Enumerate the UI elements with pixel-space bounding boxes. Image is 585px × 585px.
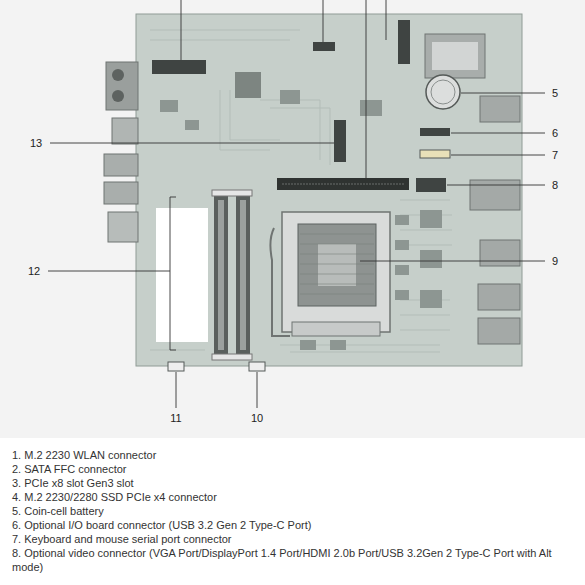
chip (395, 215, 409, 225)
socket-lever (270, 228, 290, 336)
leader-line (48, 271, 170, 272)
memory-slot (214, 196, 228, 354)
leader-line (50, 143, 334, 144)
list-item: 4. M.2 2230/2280 SSD PCIe x4 connector (12, 490, 574, 504)
memory-slot (236, 196, 250, 354)
slot-latch (212, 354, 252, 360)
callout-number: 7 (543, 148, 567, 162)
cpu-socket-frame (282, 212, 390, 332)
port-block (425, 34, 485, 78)
list-item: 5. Coin-cell battery (12, 504, 574, 518)
pcie-slot (277, 178, 409, 190)
slot-groove (240, 200, 246, 350)
list-item: 2. SATA FFC connector (12, 462, 574, 476)
leader-line (181, 0, 182, 60)
trace (150, 345, 440, 352)
socket-clamp (292, 322, 380, 336)
port (480, 96, 520, 122)
chip (235, 72, 261, 98)
board (136, 14, 522, 366)
leader-line (323, 0, 324, 42)
list-item: 7. Keyboard and mouse serial port connec… (12, 532, 574, 546)
list-item: 8. Optional video connector (VGA Port/Di… (12, 546, 574, 574)
header-connector (168, 362, 184, 371)
callout-number: 6 (543, 126, 567, 140)
port-opening (432, 42, 478, 70)
video-connector (416, 178, 446, 192)
jack (112, 69, 124, 81)
pin-grid (300, 234, 374, 294)
socket-center (318, 244, 356, 286)
chip (395, 265, 409, 275)
port (480, 240, 520, 266)
chip (300, 340, 316, 350)
port (108, 212, 138, 242)
callout-number: 11 (164, 411, 188, 425)
leader-line (176, 372, 177, 408)
leader-line (257, 372, 258, 408)
chip (330, 340, 346, 350)
legend-list: 1. M.2 2230 WLAN connector2. SATA FFC co… (12, 448, 574, 574)
usb-port (104, 154, 138, 176)
callout-number: 5 (543, 86, 567, 100)
chip (360, 100, 382, 116)
figure-ground (0, 0, 585, 438)
leader-line (461, 93, 545, 94)
slot-groove (218, 200, 224, 350)
chip (280, 90, 300, 104)
coin-cell-battery (426, 75, 460, 109)
motherboard (104, 14, 522, 371)
chip (420, 250, 442, 268)
list-item: 3. PCIe x8 slot Gen3 slot (12, 476, 574, 490)
callout-number: 12 (22, 264, 46, 278)
wlan-connector (152, 60, 206, 74)
chip (395, 240, 409, 250)
audio-jacks (106, 62, 138, 110)
bracket (170, 197, 176, 198)
leader-line (451, 133, 545, 134)
leader-line (451, 155, 545, 156)
chip (420, 290, 442, 308)
list-item: 1. M.2 2230 WLAN connector (12, 448, 574, 462)
usb-port (104, 182, 138, 204)
port (478, 318, 520, 344)
jack (112, 90, 124, 102)
battery-rim (431, 80, 455, 104)
leader-line (386, 0, 387, 40)
callout-number: 10 (245, 411, 269, 425)
traces (150, 30, 452, 352)
chip (420, 210, 442, 228)
slot-latch (212, 190, 252, 196)
ssd-connector (398, 20, 410, 64)
port (112, 118, 138, 144)
slot-pins (282, 184, 404, 185)
bracket (170, 350, 176, 351)
io-board-connector (420, 128, 450, 136)
label-area (156, 208, 208, 342)
header-connector (249, 362, 265, 371)
leader-line (447, 185, 545, 186)
bracket (170, 197, 171, 350)
m2-connector (334, 120, 346, 162)
port (470, 180, 520, 210)
list-item: 6. Optional I/O board connector (USB 3.2… (12, 518, 574, 532)
rear-io-left (104, 62, 138, 242)
cpu-socket-pins (298, 224, 376, 306)
leader-lines (48, 0, 545, 408)
leader-line (366, 0, 367, 178)
callout-number: 13 (24, 136, 48, 150)
chip (160, 100, 178, 112)
port (478, 284, 520, 310)
trace (150, 30, 330, 165)
callout-number: 9 (543, 254, 567, 268)
chip (185, 120, 199, 130)
chip (395, 290, 409, 300)
leader-line (360, 261, 545, 262)
serial-connector (420, 150, 450, 158)
callout-number: 8 (543, 178, 567, 192)
sata-ffc-connector (313, 42, 335, 51)
